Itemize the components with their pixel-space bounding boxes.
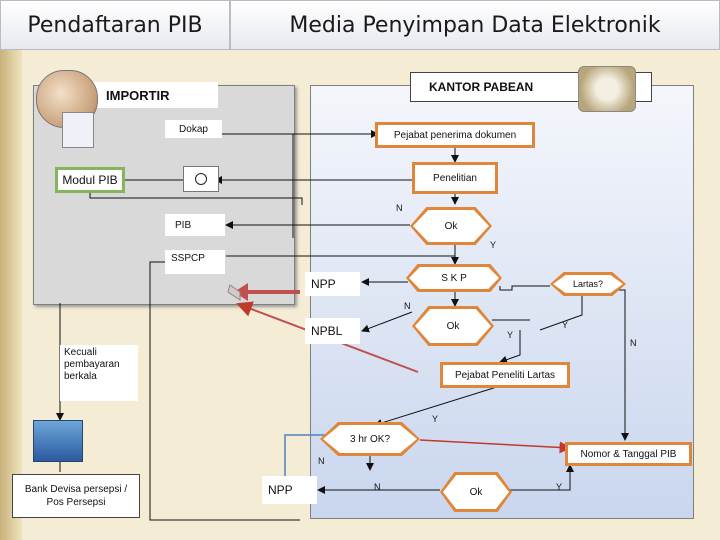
- ok1-label: Ok: [444, 220, 458, 232]
- customs-emblem-icon: [578, 66, 636, 112]
- modul-pib-box: Modul PIB: [55, 167, 125, 193]
- ok1-decision: Ok: [410, 207, 492, 245]
- npp2-label: NPP: [268, 483, 293, 497]
- ok3-inner: Ok: [443, 475, 509, 509]
- media-disk-box: [183, 166, 219, 192]
- pejabat-penerima-box: Pejabat penerima dokumen: [375, 122, 535, 148]
- lartas-n-label: N: [630, 338, 637, 348]
- lartas-decision: Lartas?: [550, 272, 626, 296]
- sspcp-label: SSPCP: [171, 253, 205, 264]
- three-hr-decision: 3 hr OK?: [320, 422, 420, 456]
- penelitian-label: Penelitian: [433, 172, 477, 184]
- npbl-label: NPBL: [311, 324, 343, 338]
- document-stack-icon: [62, 112, 94, 148]
- pejabat-peneliti-label: Pejabat Peneliti Lartas: [454, 369, 556, 381]
- bank-box: Bank Devisa persepsi / Pos Persepsi: [12, 474, 140, 518]
- dokap-label: Dokap: [179, 123, 208, 135]
- skp-label: S K P: [441, 272, 467, 284]
- kantor-pabean-label: KANTOR PABEAN: [429, 80, 534, 94]
- importir-label: IMPORTIR: [106, 87, 170, 103]
- penelitian-box: Penelitian: [412, 162, 498, 194]
- lartas-label: Lartas?: [572, 279, 604, 289]
- bank-building-icon: [33, 420, 83, 462]
- ok3-label: Ok: [469, 486, 483, 498]
- npp1-box: NPP: [305, 272, 360, 296]
- pejabat-penerima-label: Pejabat penerima dokumen: [393, 129, 517, 141]
- pejabat-peneliti-box: Pejabat Peneliti Lartas: [440, 362, 570, 388]
- three-hr-label: 3 hr OK?: [349, 433, 391, 445]
- ok1-y-label: Y: [490, 240, 497, 250]
- pib-box: PIB: [165, 214, 225, 236]
- bank-line-1: Bank Devisa persepsi /: [24, 484, 128, 495]
- skp-box: S K P: [406, 264, 502, 292]
- three-hr-y-label: Y: [432, 414, 439, 424]
- kecuali-line-2: pembayaran: [64, 359, 120, 370]
- kecuali-line-1: Kecuali: [64, 347, 97, 358]
- ok1-n-label: N: [396, 203, 403, 213]
- nomor-tanggal-label: Nomor & Tanggal PIB: [580, 448, 677, 460]
- kecuali-note: Kecuali pembayaran berkala: [60, 345, 138, 401]
- cd-disk-icon: [195, 173, 207, 185]
- kecuali-line-3: berkala: [64, 371, 97, 382]
- ok3-n-label: N: [374, 482, 381, 492]
- modul-pib-label: Modul PIB: [62, 173, 118, 187]
- ok3-y-label: Y: [556, 482, 563, 492]
- pib-label: PIB: [175, 219, 192, 231]
- ok2-inner: Ok: [415, 309, 491, 343]
- skp-inner: S K P: [409, 267, 499, 289]
- decorative-side-stripe: [0, 50, 22, 540]
- ok2-y-label: Y: [507, 330, 514, 340]
- sspcp-box: SSPCP: [165, 250, 225, 274]
- header-left-title: Pendaftaran PIB: [0, 0, 230, 50]
- lartas-y-label: Y: [562, 320, 569, 330]
- npp2-box: NPP: [262, 476, 317, 504]
- ok1-decision-inner: Ok: [413, 210, 489, 242]
- three-hr-n-label: N: [318, 456, 325, 466]
- lartas-inner: Lartas?: [553, 275, 623, 293]
- ok2-label: Ok: [446, 320, 460, 332]
- ok2-n-label: N: [404, 301, 411, 311]
- ok2-decision: Ok: [412, 306, 494, 346]
- npp1-label: NPP: [311, 277, 336, 291]
- three-hr-inner: 3 hr OK?: [323, 425, 417, 453]
- nomor-tanggal-box: Nomor & Tanggal PIB: [565, 442, 692, 466]
- bank-line-2: Pos Persepsi: [46, 497, 106, 508]
- npbl-box: NPBL: [305, 318, 360, 344]
- dokap-box: Dokap: [165, 120, 222, 138]
- ok3-decision: Ok: [440, 472, 512, 512]
